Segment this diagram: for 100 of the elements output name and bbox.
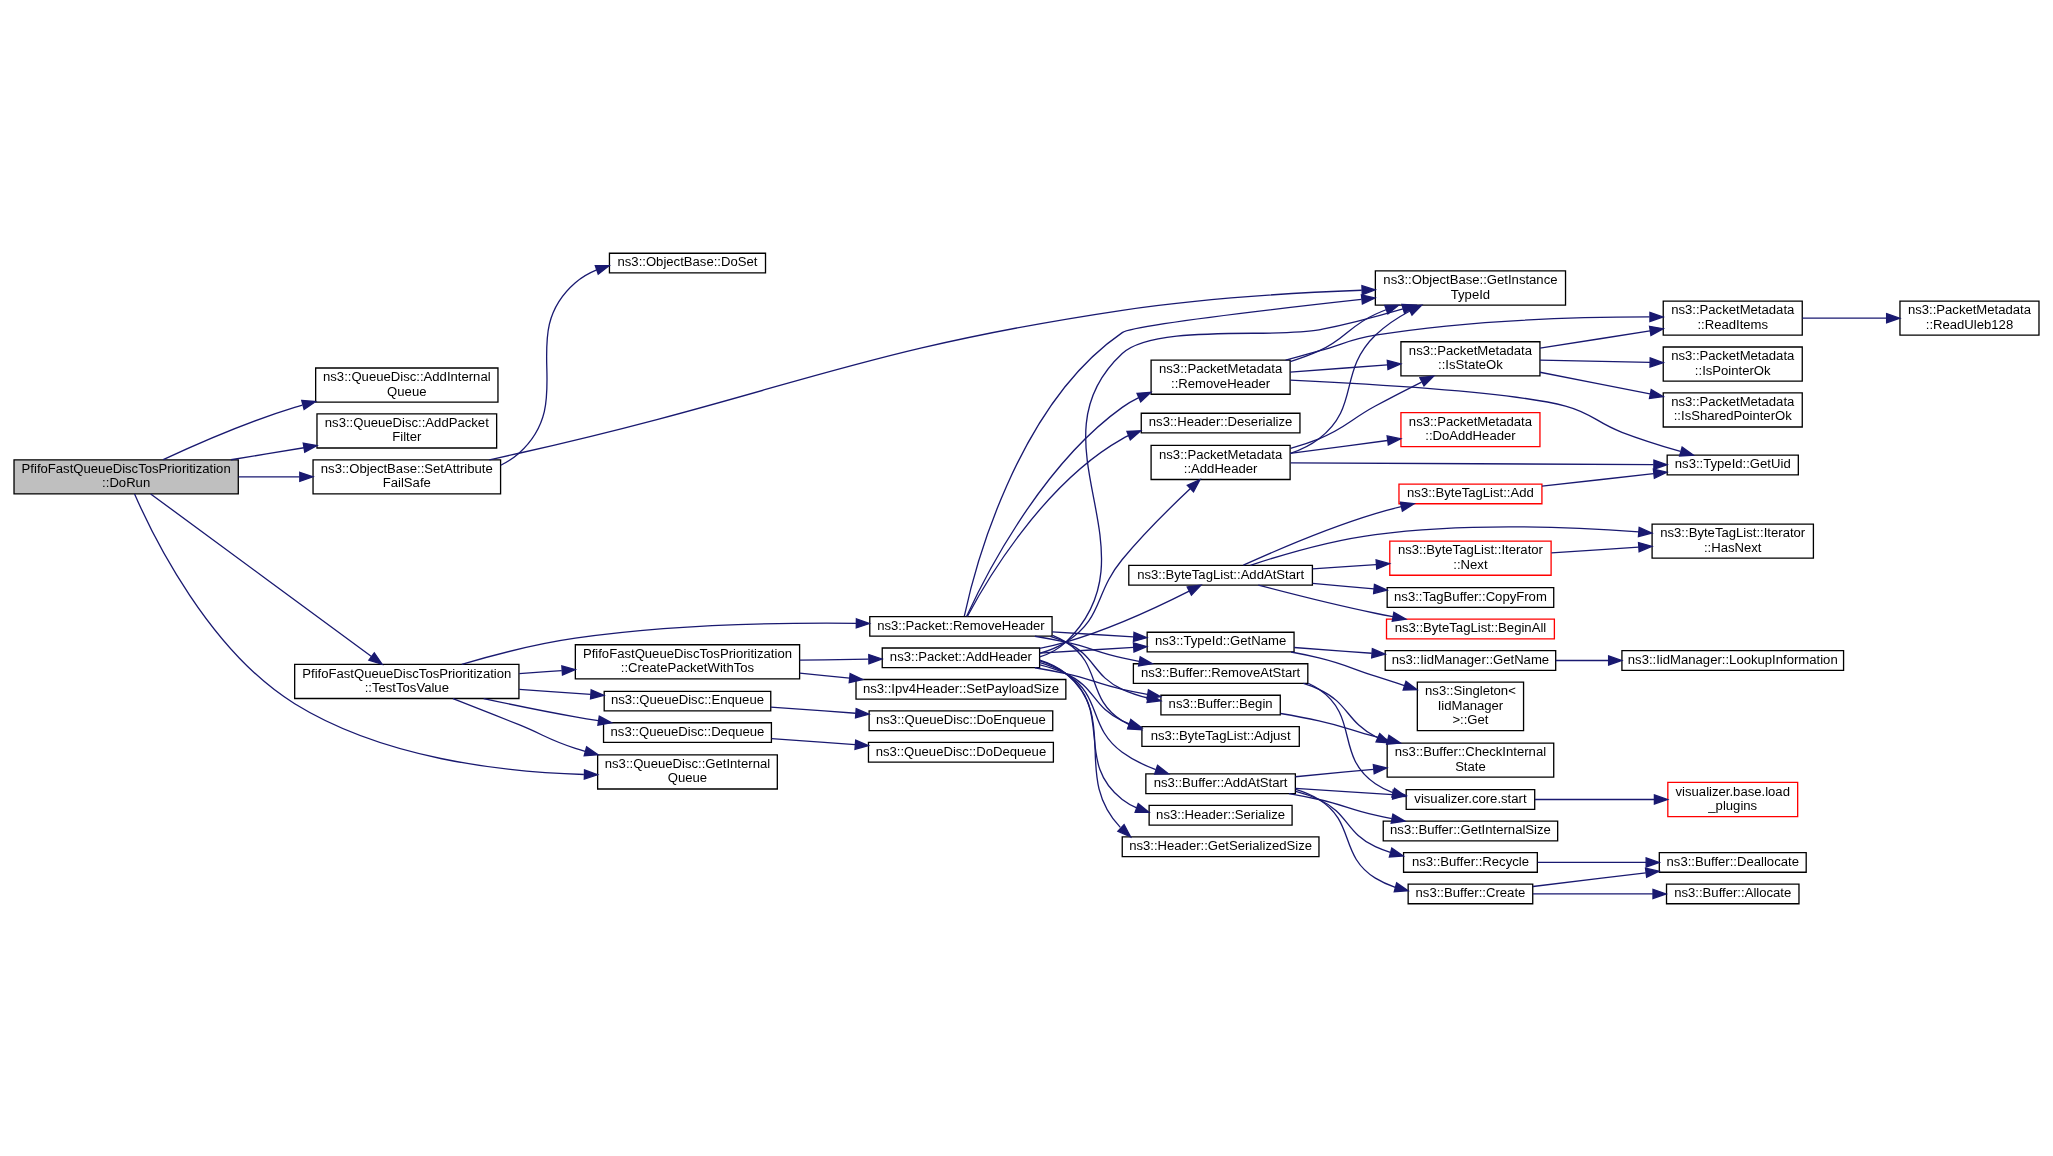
- node-box: ns3::IidManager::GetName: [1384, 649, 1557, 671]
- arrow: [162, 399, 318, 460]
- node-box: ns3::ObjectBase::SetAttribute FailSafe: [312, 458, 502, 495]
- arrow: [770, 737, 871, 750]
- node-box: PfifoFastQueueDiscTosPrioritization ::DoRun: [13, 458, 239, 495]
- arrow: [1555, 654, 1624, 666]
- arrow: [1034, 635, 1155, 667]
- node-box: ns3::Header::Deserialize: [1140, 412, 1301, 434]
- arrow: [1550, 541, 1654, 554]
- arrow: [1536, 856, 1662, 868]
- arrow: [133, 492, 600, 780]
- arrow: [518, 688, 606, 700]
- node-box: ns3::ByteTagList::BeginAll: [1385, 618, 1556, 639]
- node-box: ns3::Header::GetSerializedSize: [1121, 835, 1320, 857]
- node-box: ns3::Ipv4Header::SetPayloadSize: [855, 678, 1067, 700]
- arrow: [1039, 477, 1202, 654]
- arrow: [1289, 378, 1696, 457]
- arrow: [1532, 887, 1669, 899]
- node-box: ns3::QueueDisc::Enqueue: [603, 690, 772, 712]
- node-box: ns3::Buffer::Recycle: [1402, 851, 1538, 873]
- node-box: ns3::Buffer::Create: [1407, 882, 1534, 904]
- arrow: [966, 391, 1153, 617]
- arrow: [1051, 630, 1149, 642]
- node-box: ns3::Header::Serialize: [1148, 804, 1293, 826]
- node-box: ns3::ByteTagList::AddAtStart: [1128, 564, 1314, 586]
- node-box: ns3::Packet::AddHeader: [881, 646, 1041, 668]
- arrow: [1311, 558, 1392, 570]
- arrow: [1039, 641, 1149, 654]
- arrow: [488, 284, 1378, 460]
- arrow: [966, 429, 1143, 617]
- arrow: [1289, 458, 1669, 470]
- node-box: ns3::QueueDisc::DoDequeue: [867, 741, 1055, 763]
- arrow: [1294, 763, 1389, 777]
- arrow: [799, 653, 884, 665]
- arrow: [1039, 658, 1133, 838]
- node-box: visualizer.base.load _plugins: [1667, 781, 1799, 817]
- node-box: ns3::ByteTagList::Iterator ::HasNext: [1651, 522, 1815, 559]
- arrow: [1539, 371, 1666, 399]
- arrow: [230, 441, 319, 460]
- arrow: [770, 705, 871, 719]
- node-box: ns3::Singleton< IidManager >::Get: [1416, 680, 1525, 731]
- arrow: [500, 264, 612, 466]
- arrow: [1801, 312, 1902, 324]
- arrow: [1284, 310, 1666, 361]
- node-box: ns3::Buffer::Deallocate: [1658, 851, 1807, 873]
- node-box: ns3::PacketMetadata ::ReadUleb128: [1899, 299, 2040, 336]
- node-box: ns3::ByteTagList::Adjust: [1141, 725, 1300, 747]
- arrow: [1242, 500, 1417, 566]
- arrow: [1539, 356, 1666, 368]
- arrow: [1295, 790, 1406, 858]
- node-box: ns3::Packet::RemoveHeader: [869, 615, 1053, 637]
- arrow: [1541, 467, 1669, 487]
- node-box: visualizer.core.start: [1405, 788, 1536, 810]
- node-box: ns3::QueueDisc::AddPacket Filter: [316, 412, 498, 449]
- arrow: [461, 617, 872, 665]
- arrow: [1293, 646, 1388, 659]
- node-box: ns3::QueueDisc::AddInternal Queue: [315, 366, 499, 403]
- node-box: ns3::Buffer::RemoveAtStart: [1132, 662, 1309, 684]
- arrow: [1039, 661, 1171, 775]
- arrow: [1257, 583, 1408, 622]
- arrow: [799, 671, 865, 684]
- arrow: [1532, 866, 1662, 887]
- node-box: ns3::TypeId::GetUid: [1666, 454, 1799, 476]
- arrow: [483, 697, 614, 726]
- node-box: ns3::Buffer::GetInternalSize: [1382, 819, 1559, 841]
- node-box: ns3::Buffer::AddAtStart: [1145, 772, 1296, 794]
- node-box: ns3::PacketMetadata ::ReadItems: [1662, 299, 1803, 336]
- node-box: ns3::PacketMetadata ::IsStateOk: [1400, 340, 1541, 377]
- node-box: ns3::ByteTagList::Add: [1398, 482, 1543, 504]
- arrow: [452, 697, 600, 756]
- node-box: ns3::QueueDisc::GetInternal Queue: [597, 753, 778, 790]
- arrow: [237, 470, 315, 482]
- node-box: ns3::TagBuffer::CopyFrom: [1386, 586, 1555, 608]
- node-box: ns3::PacketMetadata ::RemoveHeader: [1150, 358, 1291, 395]
- node-box: ns3::QueueDisc::DoEnqueue: [868, 709, 1054, 731]
- node-box: ns3::QueueDisc::Dequeue: [602, 721, 773, 743]
- arrow: [963, 293, 1377, 617]
- node-box: ns3::ByteTagList::Iterator ::Next: [1389, 539, 1552, 576]
- node-box: ns3::Buffer::Begin: [1160, 694, 1281, 716]
- node-box: ns3::IidManager::LookupInformation: [1621, 649, 1845, 671]
- arrow: [1039, 659, 1151, 813]
- node-box: ns3::PacketMetadata ::DoAddHeader: [1400, 411, 1541, 447]
- node-box: ns3::PacketMetadata ::IsSharedPointerOk: [1662, 391, 1803, 428]
- arrow: [1039, 583, 1203, 649]
- node-box: ns3::TypeId::GetName: [1146, 631, 1295, 653]
- node-box: ns3::PacketMetadata ::IsPointerOk: [1662, 345, 1803, 382]
- arrow: [1289, 358, 1403, 373]
- node-box: PfifoFastQueueDiscTosPrioritization ::TestTosValue: [294, 663, 520, 699]
- arrow: [1288, 792, 1407, 824]
- arrow: [150, 492, 384, 665]
- arrow: [518, 664, 578, 676]
- node-box: ns3::ObjectBase::GetInstance TypeId: [1374, 269, 1567, 306]
- arrow: [1289, 374, 1436, 449]
- arrow: [1539, 325, 1666, 349]
- arrow: [1289, 304, 1401, 362]
- node-box: PfifoFastQueueDiscTosPrioritization ::CreatePacketWithTos: [574, 643, 801, 679]
- arrow: [1034, 666, 1163, 700]
- node-box: ns3::ObjectBase::DoSet: [608, 252, 767, 274]
- arrow: [1289, 434, 1403, 454]
- arrow: [1311, 582, 1390, 594]
